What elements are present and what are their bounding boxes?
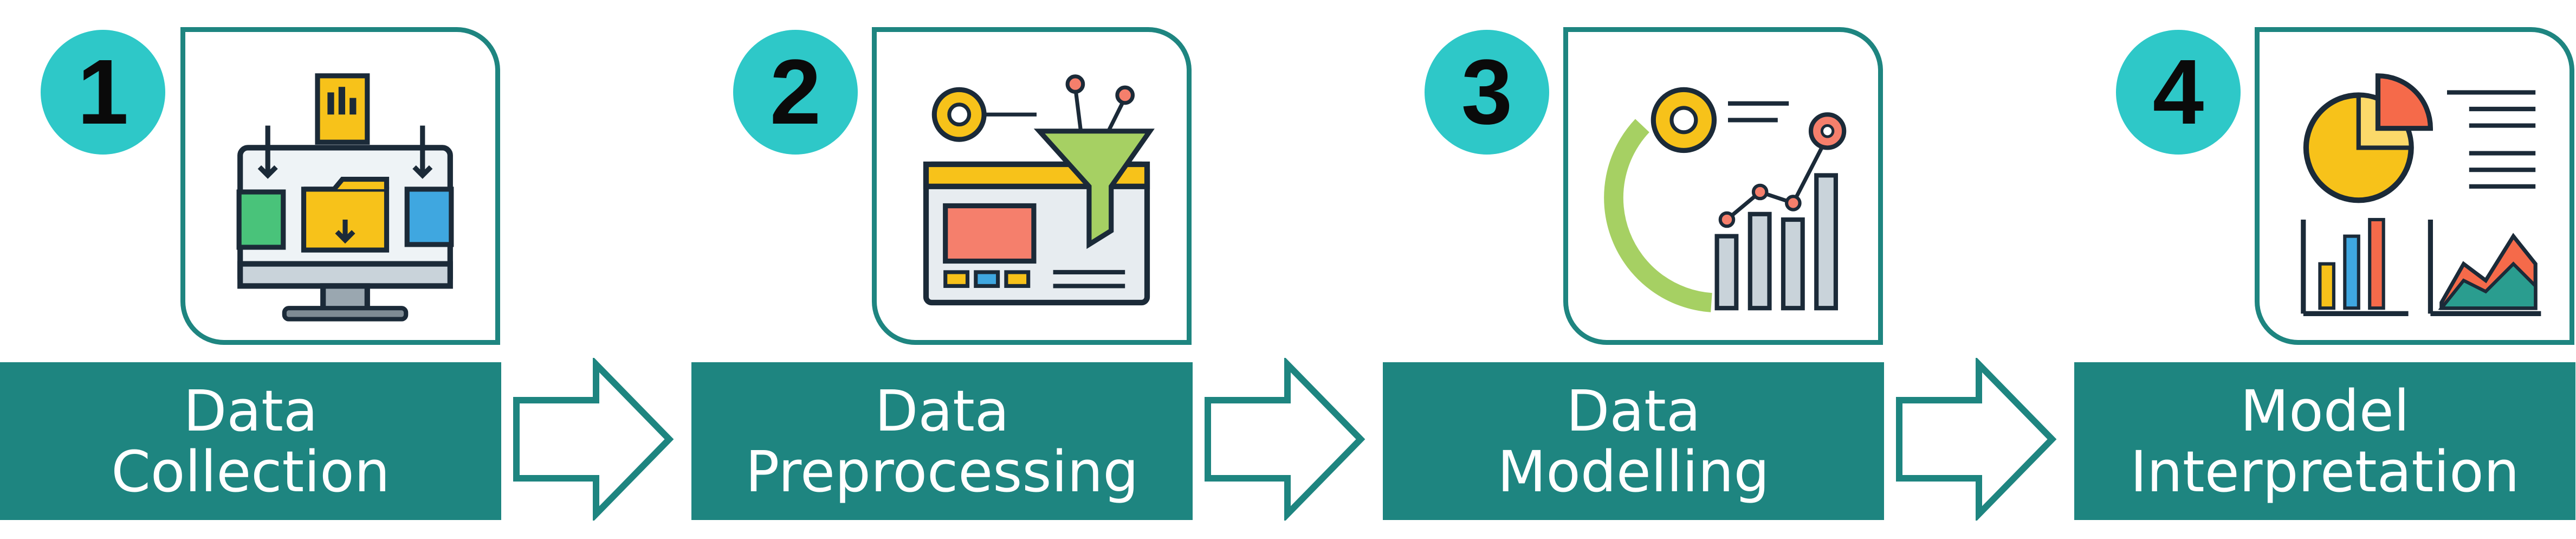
step-1-label-line1: Data [183, 377, 318, 444]
step-1-label: Data Collection [0, 362, 501, 520]
gear-chart-icon [1604, 87, 1847, 312]
step-4-label-line1: Model [2240, 377, 2410, 444]
arrow-right-icon [1205, 358, 1365, 521]
step-4-label: Model Interpretation [2074, 362, 2575, 520]
step-3-number-badge: 3 [1425, 30, 1549, 155]
gear-funnel-icon [923, 74, 1155, 306]
arrow-right-icon [1896, 358, 2057, 521]
step-3-label-line1: Data [1566, 377, 1701, 444]
step-2-label-line1: Data [875, 377, 1009, 444]
step-4-number-badge: 4 [2116, 30, 2241, 155]
arrow-right-icon [513, 358, 674, 521]
step-1-icon-card [180, 27, 500, 345]
step-2-number-badge: 2 [733, 30, 858, 155]
step-3-icon-card [1563, 27, 1883, 345]
monitor-folder-icon [236, 73, 454, 322]
step-3-label: Data Modelling [1383, 362, 1884, 520]
step-2-label: Data Preprocessing [691, 362, 1193, 520]
step-3-label-line2: Modelling [1497, 438, 1770, 505]
step-4-icon-card [2255, 27, 2574, 345]
pie-chart-report-icon [2301, 73, 2541, 316]
step-1-number-badge: 1 [41, 30, 165, 155]
step-1-label-line2: Collection [111, 438, 390, 505]
step-2-icon-card [872, 27, 1192, 345]
step-4-label-line2: Interpretation [2130, 438, 2520, 505]
step-2-label-line2: Preprocessing [745, 438, 1139, 505]
